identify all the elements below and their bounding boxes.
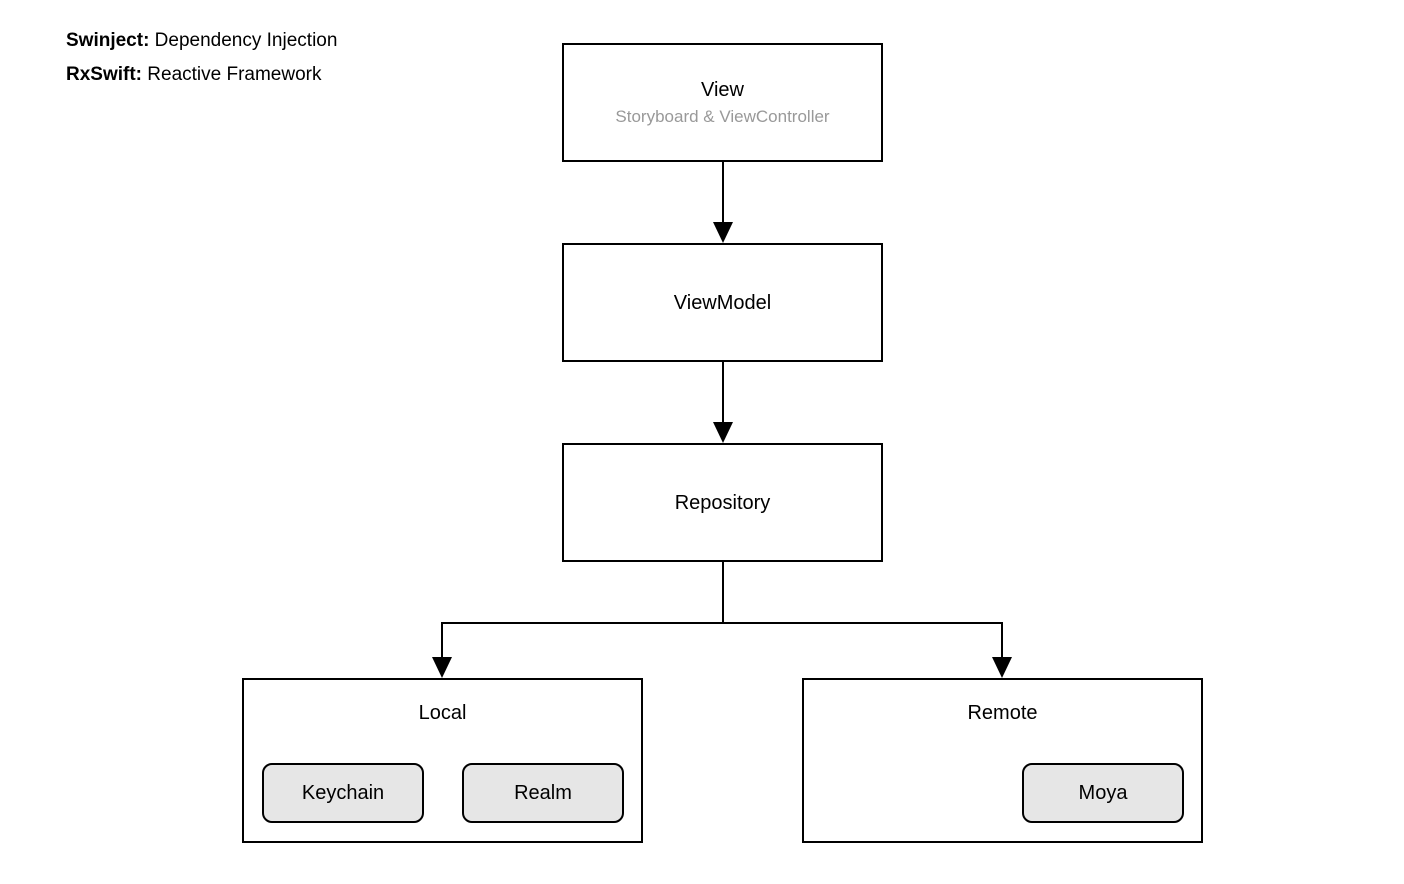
chip-keychain-label: Keychain (301, 782, 385, 804)
legend-term-swinject: Swinject: (66, 30, 150, 51)
legend-item-rxswift: RxSwift: Reactive Framework (66, 58, 586, 92)
edge-repository-to-local (432, 562, 724, 678)
legend-description-rxswift: Reactive Framework (142, 64, 322, 85)
node-viewmodel-title: ViewModel (673, 291, 772, 314)
chip-realm[interactable]: Realm (462, 763, 624, 823)
legend-term-rxswift: RxSwift: (66, 64, 142, 85)
chip-moya-label: Moya (1078, 782, 1128, 804)
legend-description-swinject: Dependency Injection (149, 30, 338, 51)
node-view[interactable]: View Storyboard & ViewController (562, 43, 883, 162)
chip-realm-label: Realm (514, 782, 572, 804)
edge-view-to-viewmodel (713, 162, 733, 243)
node-viewmodel[interactable]: ViewModel (562, 243, 883, 362)
chip-moya[interactable]: Moya (1022, 763, 1184, 823)
group-remote[interactable]: Remote Moya (802, 678, 1203, 843)
edge-viewmodel-to-repository (713, 362, 733, 443)
node-view-subtitle: Storyboard & ViewController (615, 106, 830, 126)
node-view-title: View (701, 78, 744, 101)
legend: Swinject: Dependency Injection RxSwift: … (66, 24, 586, 92)
group-local-title: Local (418, 702, 467, 724)
chip-keychain[interactable]: Keychain (262, 763, 424, 823)
legend-item-swinject: Swinject: Dependency Injection (66, 24, 586, 58)
edge-repository-to-remote (722, 622, 1012, 678)
group-remote-title: Remote (967, 702, 1038, 724)
node-repository[interactable]: Repository (562, 443, 883, 562)
node-repository-title: Repository (674, 491, 771, 514)
group-local[interactable]: Local Keychain Realm (242, 678, 643, 843)
